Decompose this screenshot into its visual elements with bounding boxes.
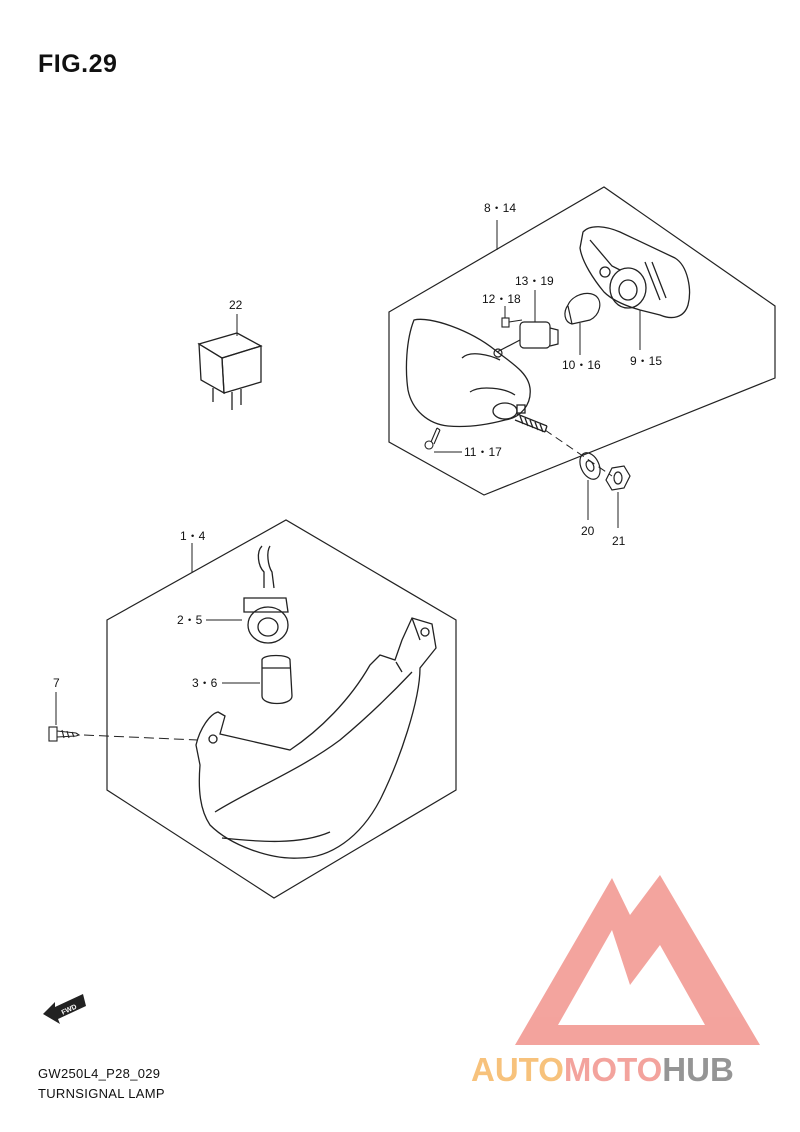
screw-7	[48, 726, 81, 742]
callout-7: 7	[53, 676, 60, 690]
callout-11-17: 11・17	[464, 445, 502, 459]
callout-8-14: 8・14	[484, 201, 516, 215]
callout-3-6: 3・6	[192, 676, 218, 690]
callout-2-5: 2・5	[177, 613, 203, 627]
callout-21: 21	[612, 534, 626, 548]
figure-title: FIG.29	[38, 50, 118, 78]
screw-12-18	[501, 317, 523, 328]
figure-name: TURNSIGNAL LAMP	[38, 1086, 165, 1101]
callout-22: 22	[229, 298, 243, 312]
washer-20	[579, 452, 601, 480]
nut-21	[605, 465, 631, 491]
front-signal-lens	[195, 617, 437, 859]
callout-20: 20	[581, 524, 595, 538]
screw-11-17	[424, 427, 441, 450]
bulb-10-16	[564, 292, 601, 325]
front-assembly-outline	[106, 519, 457, 899]
fwd-arrow-icon: FWD	[43, 994, 86, 1024]
watermark-text: AUTOMOTOHUB	[471, 1051, 734, 1088]
callout-12-18: 12・18	[482, 292, 521, 306]
bulb-socket-13-19	[493, 321, 559, 358]
callout-9-15: 9・15	[630, 354, 662, 368]
automotohub-logo: AUTOMOTOHUB	[471, 875, 760, 1088]
relay-22	[197, 332, 263, 410]
callout-13-19: 13・19	[515, 274, 554, 288]
callout-10-16: 10・16	[562, 358, 601, 372]
bulb-3-6	[261, 654, 293, 705]
socket-2-5	[243, 545, 289, 644]
reflector-9-15	[579, 226, 691, 319]
rear-assembly-outline	[388, 186, 776, 496]
figure-code: GW250L4_P28_029	[38, 1066, 161, 1081]
callout-1-4: 1・4	[180, 529, 206, 543]
rear-signal-housing	[405, 318, 548, 433]
